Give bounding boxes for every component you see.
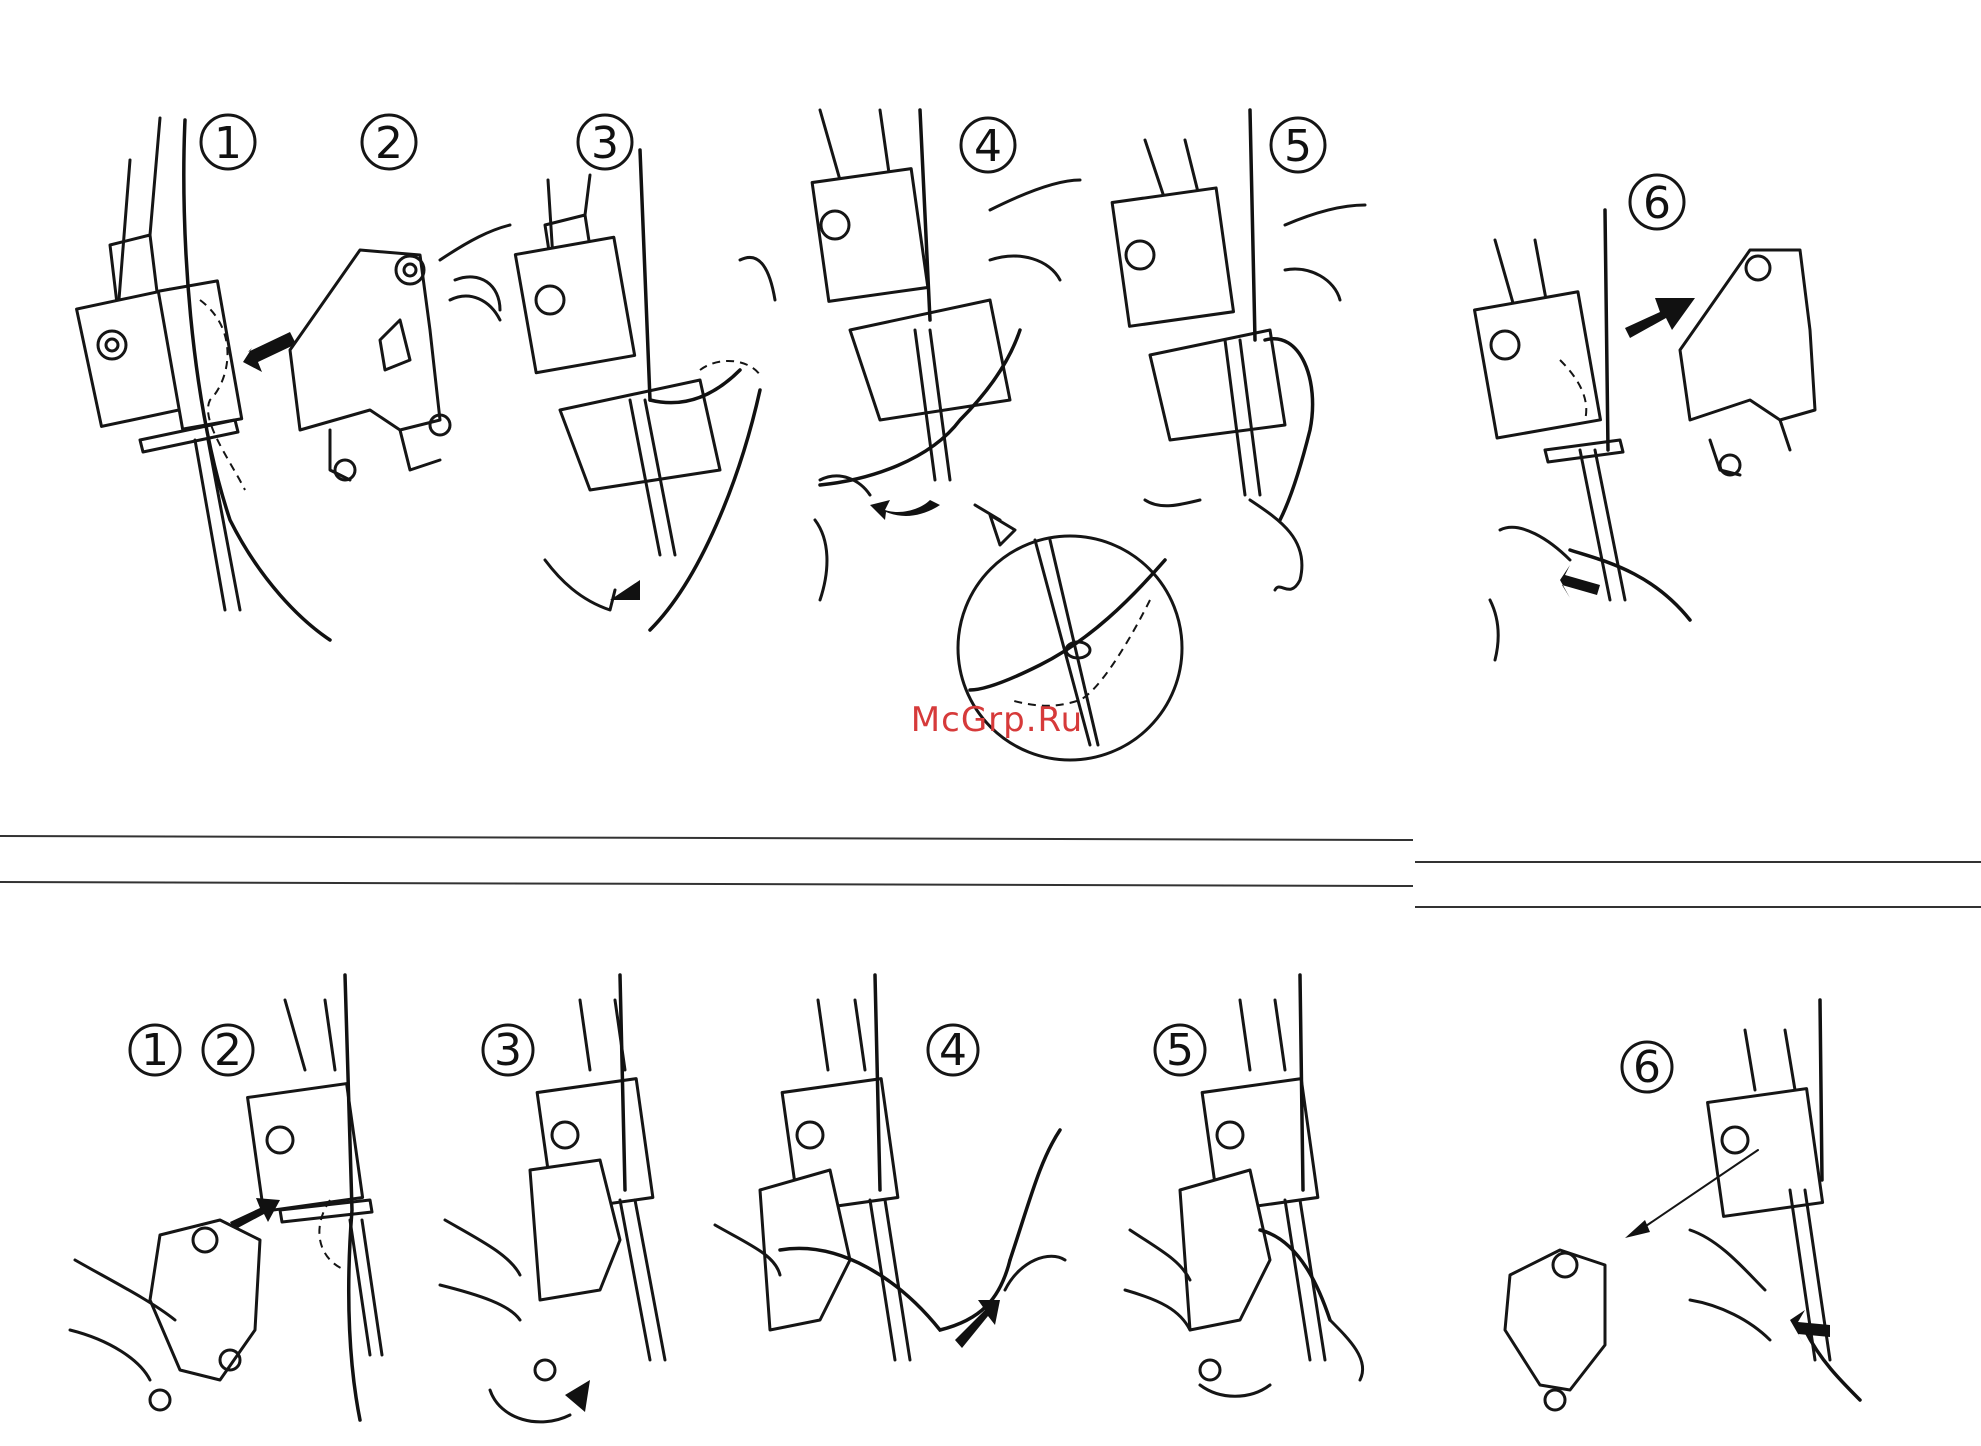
- top-step-5-badge: 5: [1271, 118, 1325, 172]
- bottom-step-6-illustration: [1505, 1000, 1860, 1410]
- top-step-3-illustration: [515, 150, 775, 630]
- bottom-step-4-label: 4: [939, 1025, 967, 1076]
- bottom-step-6-label: 6: [1633, 1042, 1661, 1093]
- bottom-step-3-badge: 3: [483, 1025, 533, 1076]
- bottom-step-3-label: 3: [494, 1025, 522, 1076]
- top-step-1-illustration: [77, 118, 330, 640]
- top-step-6-illustration: [1475, 210, 1815, 660]
- top-step-2-label: 2: [375, 118, 403, 169]
- top-step-1-label: 1: [214, 118, 242, 169]
- bottom-step-2-label: 2: [214, 1025, 242, 1076]
- top-step-4-illustration: [812, 110, 1080, 600]
- top-step-6-badge: 6: [1630, 175, 1684, 229]
- bottom-step-1-badge: 1: [130, 1025, 180, 1076]
- top-step-5-illustration: [1112, 110, 1365, 590]
- top-step-5-label: 5: [1284, 121, 1312, 172]
- bottom-step-6-badge: 6: [1622, 1042, 1672, 1093]
- top-step-4-label: 4: [974, 121, 1002, 172]
- bottom-step-4-illustration: [715, 975, 1065, 1360]
- top-step-1-badge: 1: [201, 115, 255, 169]
- top-step-4-badge: 4: [961, 118, 1015, 172]
- bottom-step-5-badge: 5: [1155, 1025, 1205, 1076]
- top-step-3-label: 3: [591, 118, 619, 169]
- bottom-step-5-illustration: [1125, 975, 1363, 1396]
- top-step-3-badge: 3: [578, 115, 632, 169]
- bottom-step-5-label: 5: [1166, 1025, 1194, 1076]
- watermark-text: McGrp.Ru: [897, 700, 1097, 740]
- bottom-step-2-badge: 2: [203, 1025, 253, 1076]
- top-step-6-label: 6: [1643, 178, 1671, 229]
- section-divider: [0, 836, 1981, 907]
- top-step-2-illustration: [290, 225, 510, 480]
- top-step-2-badge: 2: [362, 115, 416, 169]
- bottom-step-1-label: 1: [141, 1025, 169, 1076]
- bottom-step-3-illustration: [440, 975, 665, 1422]
- bottom-step-4-badge: 4: [928, 1025, 978, 1076]
